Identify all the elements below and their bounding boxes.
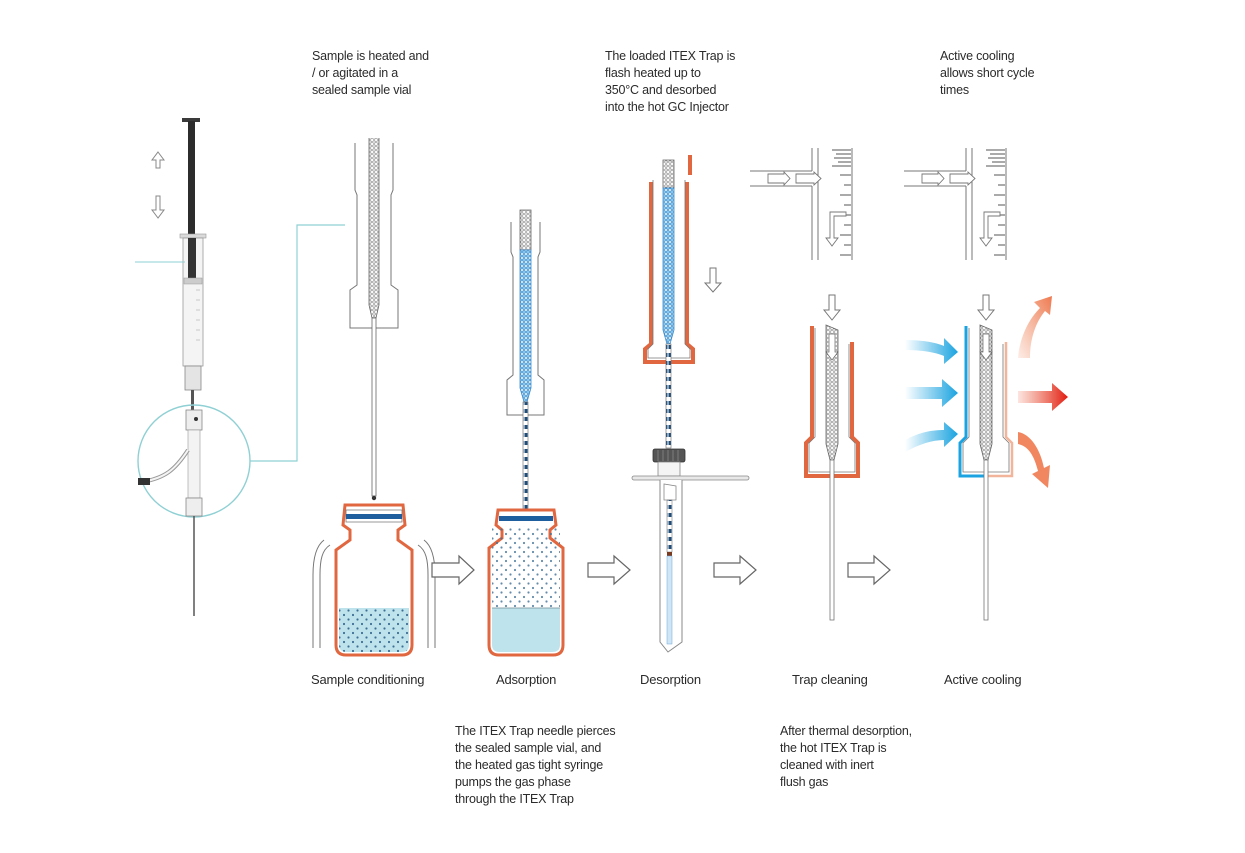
down-arrow-icon: [976, 294, 996, 321]
stage-sample-conditioning: [312, 138, 436, 657]
note-sample-conditioning: Sample is heated and / or agitated in a …: [312, 49, 429, 97]
stage-active-cooling: [904, 148, 1068, 621]
note-active-cooling: Active cooling allows short cycle times: [940, 49, 1035, 97]
stage-label-desorption: Desorption: [640, 672, 701, 687]
stage-adsorption: [487, 209, 565, 657]
callout-line: [250, 224, 345, 462]
stage-label-trap-cleaning: Trap cleaning: [792, 672, 868, 687]
note-trap-cleaning: After thermal desorption, the hot ITEX T…: [780, 724, 912, 789]
stage-label-adsorption: Adsorption: [496, 672, 557, 687]
note-adsorption: The ITEX Trap needle pierces the sealed …: [455, 724, 616, 806]
gas-tight-syringe: [135, 118, 345, 616]
stage-desorption: [631, 155, 750, 653]
process-arrow-4: [847, 554, 891, 586]
process-arrow-1: [431, 554, 475, 586]
hot-air-arrow-icon: [1018, 296, 1052, 358]
down-arrow-icon: [151, 195, 165, 219]
stage-label-active-cooling: Active cooling: [944, 672, 1022, 687]
down-arrow-icon: [822, 294, 842, 321]
process-arrow-2: [587, 554, 631, 586]
up-arrow-icon: [151, 151, 165, 169]
note-desorption: The loaded ITEX Trap is flash heated up …: [605, 49, 736, 114]
stage-label-sample-conditioning: Sample conditioning: [311, 672, 425, 687]
stage-trap-cleaning: [750, 148, 860, 621]
cool-air-arrow-icon: [905, 379, 958, 407]
cool-air-arrow-icon: [905, 338, 958, 364]
down-arrow-icon: [703, 267, 723, 293]
process-arrow-3: [713, 554, 757, 586]
hot-air-arrow-icon: [1018, 432, 1050, 488]
cool-air-arrow-icon: [905, 422, 958, 452]
hot-air-arrow-icon: [1018, 383, 1068, 411]
